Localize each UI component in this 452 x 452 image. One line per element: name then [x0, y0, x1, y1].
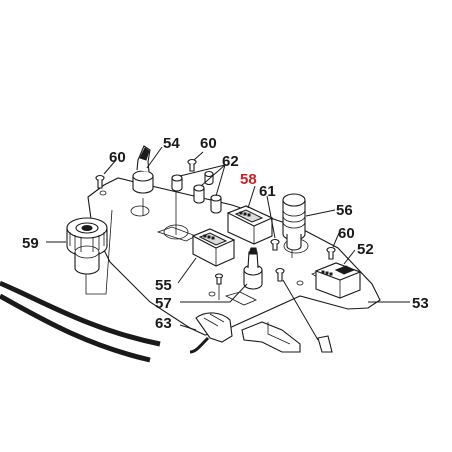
- hose-bracket: [189, 312, 333, 354]
- callout-60-b: 60: [200, 135, 217, 152]
- callout-63: 63: [155, 315, 172, 332]
- callout-52: 52: [357, 241, 374, 258]
- switch-52: [314, 262, 362, 299]
- key-switch-54: [132, 145, 154, 194]
- switch-55: [191, 228, 236, 285]
- screw-near-plate: [275, 267, 285, 282]
- callout-60-c: 60: [338, 225, 355, 242]
- callout-55: 55: [155, 277, 172, 294]
- callout-61: 61: [259, 183, 276, 200]
- callout-57: 57: [155, 295, 172, 312]
- screw-60-c: [326, 246, 336, 260]
- callout-62: 62: [222, 153, 239, 170]
- callout-58: 58: [240, 171, 257, 188]
- screw-60-a: [95, 174, 105, 189]
- indicator-56: [282, 193, 306, 251]
- toggle-57: [243, 247, 263, 290]
- callout-56: 56: [336, 202, 353, 219]
- knob-59: [66, 217, 108, 275]
- rocker-switch-58: [226, 205, 274, 245]
- callout-labels: 60 54 60 62 58 61 56 60 52 59 55 57 53 6…: [22, 135, 429, 332]
- callout-53: 53: [412, 295, 429, 312]
- callout-60-a: 60: [109, 149, 126, 166]
- screw-61: [270, 238, 280, 251]
- leader-lines: [46, 146, 410, 341]
- callout-59: 59: [22, 235, 39, 252]
- cable-strands: [0, 279, 163, 363]
- callout-54: 54: [163, 135, 180, 152]
- screw-60-b: [187, 158, 197, 172]
